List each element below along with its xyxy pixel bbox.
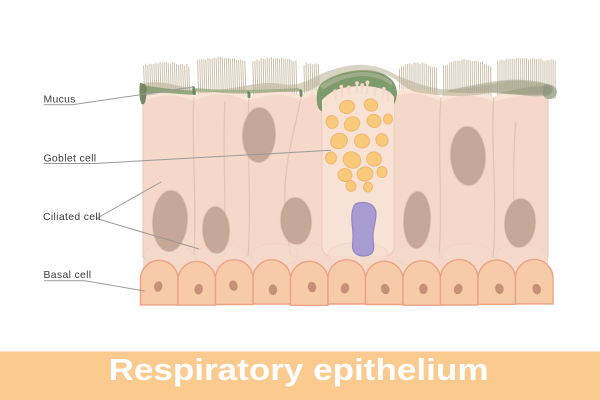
svg-text:Goblet cell: Goblet cell (44, 154, 97, 165)
svg-text:Ciliated cell: Ciliated cell (43, 212, 101, 223)
svg-text:Respiratory epithelium: Respiratory epithelium (109, 353, 489, 387)
svg-text:Basal cell: Basal cell (44, 270, 92, 281)
svg-text:Mucus: Mucus (44, 95, 76, 106)
